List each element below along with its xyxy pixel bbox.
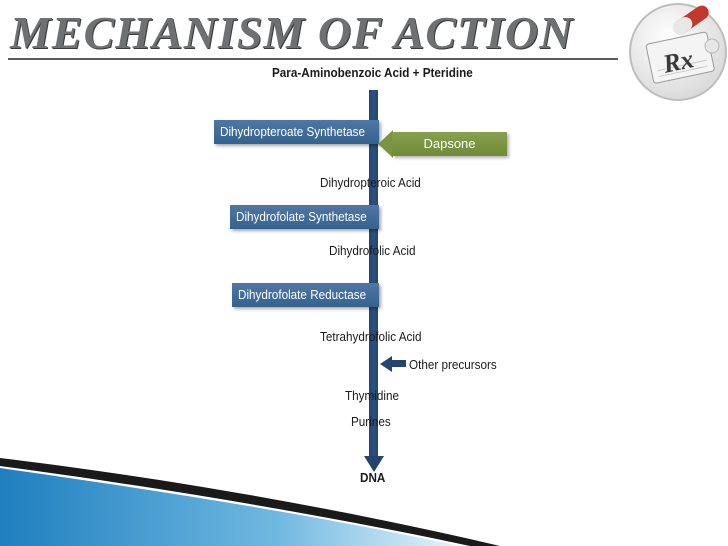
- precursor-arrow-shaft: [392, 360, 406, 367]
- inhibitor-dapsone: Dapsone: [392, 132, 507, 156]
- slide-title: MECHANISM OF ACTION: [10, 7, 574, 58]
- enzyme-dihydrofolate-reductase: Dihydrofolate Reductase: [232, 283, 379, 307]
- enzyme-1-label: Dihydropteroate Synthetase: [220, 124, 366, 139]
- decorative-swoosh: [0, 458, 500, 546]
- intermediate-dihydropteroic-acid: Dihydropteroic Acid: [320, 175, 421, 190]
- enzyme-dihydrofolate-synthetase: Dihydrofolate Synthetase: [230, 205, 379, 229]
- precursor-arrowhead: [380, 356, 392, 372]
- pathway-main-arrowhead: [364, 456, 384, 472]
- pathway-start-label: Para-Aminobenzoic Acid + Pteridine: [272, 65, 473, 80]
- enzyme-3-label: Dihydrofolate Reductase: [238, 287, 367, 302]
- product-purines: Purines: [351, 414, 391, 429]
- enzyme-dihydropteroate-synthetase: Dihydropteroate Synthetase: [214, 120, 379, 144]
- product-thymidine: Thymidine: [345, 388, 399, 403]
- enzyme-2-label: Dihydrofolate Synthetase: [236, 209, 367, 224]
- intermediate-tetrahydrofolic-acid: Tetrahydrofolic Acid: [320, 329, 422, 344]
- rx-badge-text: Rx: [659, 44, 696, 79]
- dapsone-arrowhead: [378, 130, 393, 158]
- pathway-main-arrow-shaft: [369, 90, 378, 458]
- intermediate-dihydrofolic-acid: Dihydrofolic Acid: [329, 243, 416, 258]
- rx-prescription-icon: Rx: [629, 3, 727, 101]
- title-underline: [8, 58, 618, 60]
- inhibitor-label: Dapsone: [423, 136, 476, 151]
- other-precursors-label: Other precursors: [409, 357, 497, 372]
- pathway-end-dna: DNA: [360, 470, 386, 485]
